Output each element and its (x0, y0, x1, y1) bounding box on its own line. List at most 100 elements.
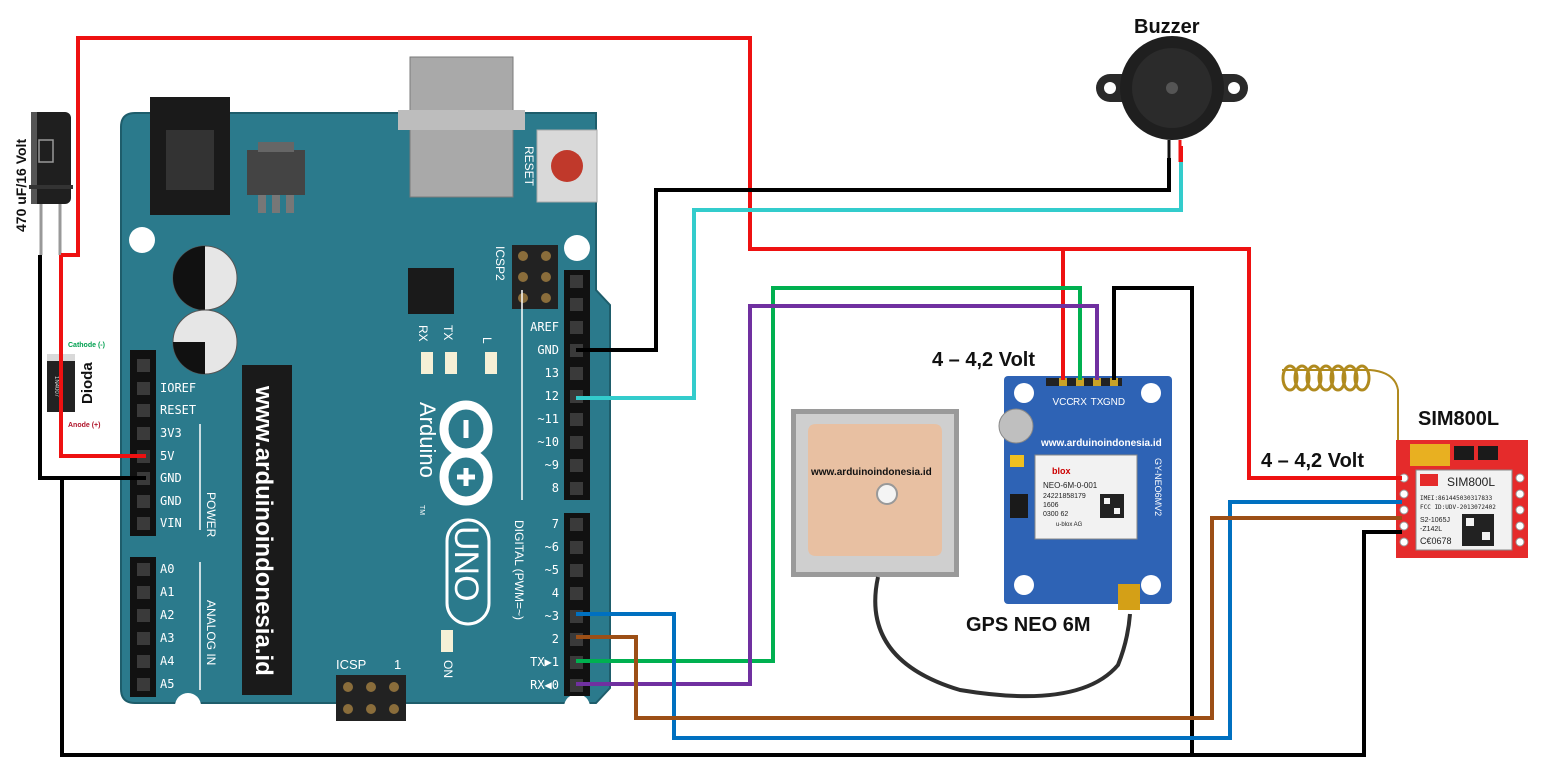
wire-red-top (61, 36, 1402, 480)
header-pin (570, 298, 583, 311)
capacitor-label: 470 uF/16 Volt (13, 139, 29, 232)
reset-label: RESET (522, 146, 536, 187)
diode-label: Dioda (79, 362, 96, 404)
sim800l-module: SIM800L IMEI:861445030317833 FCC ID:UDV-… (1261, 364, 1528, 558)
gps-website-label: www.arduinoindonesia.id (1040, 438, 1162, 449)
digital-pin-label: 12 (545, 389, 559, 403)
sim-pin (1515, 521, 1525, 531)
header-pin (137, 609, 150, 622)
power-header (130, 350, 156, 536)
sim-pin (1399, 521, 1409, 531)
l-led (485, 352, 497, 374)
sim-pin (1399, 505, 1409, 515)
header-pin (570, 633, 583, 646)
spring-antenna (1281, 364, 1371, 392)
reset-button-cap[interactable] (551, 150, 583, 182)
chip-qr-code (1100, 494, 1124, 518)
wires (38, 36, 1402, 757)
chip-serial: 24221858179 (1043, 493, 1086, 500)
sim-capacitor (1410, 444, 1450, 466)
analog-pin-label: A2 (160, 608, 174, 622)
digital-pin-label: TX▶1 (530, 655, 559, 669)
digital-pin-label: ~11 (537, 412, 559, 426)
chip-code: 0300 62 (1043, 511, 1068, 518)
sim-ce: C€0678 (1420, 536, 1452, 546)
digital-section-label: DIGITAL (PWM=~) (512, 520, 526, 620)
power-pin-label: 5V (160, 449, 174, 463)
digital-pin-label: GND (537, 343, 559, 357)
header-pin (570, 587, 583, 600)
gps-pin-label: GND (1103, 397, 1125, 408)
wire-red-5v (59, 255, 146, 458)
chip-model: NEO-6M-0-001 (1043, 481, 1098, 490)
header-pin (570, 275, 583, 288)
gps-pin-label: RX (1073, 397, 1087, 408)
gps-pin (1110, 378, 1118, 386)
analog-section-label: ANALOG IN (204, 600, 218, 665)
header-pin (570, 564, 583, 577)
diode-part-label: 1N4007 (53, 376, 59, 398)
digital-pin-label: 2 (552, 632, 559, 646)
diode-1n4007: 1N4007 Dioda Cathode (-) Anode (+) (47, 330, 105, 452)
header-pin (137, 632, 150, 645)
antenna-cable (873, 576, 1132, 699)
digital-pin-label: 4 (552, 586, 559, 600)
sim-pin (1515, 489, 1525, 499)
digital-pin-label: ~9 (545, 458, 559, 472)
analog-pin-label: A0 (160, 562, 174, 576)
sim-fccid: FCC ID:UDV-2013072402 (1420, 504, 1496, 511)
header-pin (570, 482, 583, 495)
buzzer-label: Buzzer (1134, 16, 1200, 38)
arduino-brand-label: Arduino (415, 402, 440, 478)
on-led (441, 630, 453, 652)
rx-led-label: RX (416, 325, 430, 342)
power-section-label: POWER (204, 492, 218, 538)
chip-company: u-blox AG (1056, 522, 1083, 528)
on-led-label: ON (441, 660, 455, 678)
anode-label: Anode (+) (68, 422, 100, 429)
buzzer: Buzzer (1096, 16, 1248, 162)
power-pin-label: VIN (160, 516, 182, 530)
arduino-logo (439, 400, 493, 506)
header-pin (570, 518, 583, 531)
uno-label: UNO (447, 526, 485, 602)
header-pin (570, 413, 583, 426)
sim-s2: S2-1065J (1420, 517, 1450, 524)
gps-name-label: GPS NEO 6M (966, 614, 1090, 636)
wire-green-tx (576, 286, 1082, 663)
digital-pin-label: 7 (552, 517, 559, 531)
header-pin (137, 678, 150, 691)
wire-cyan-pin12 (576, 162, 1183, 400)
digital-pin-label: AREF (530, 320, 559, 334)
header-pin (570, 459, 583, 472)
digital-pin-label: ~5 (545, 563, 559, 577)
smd-component (1010, 455, 1024, 467)
analog-header (130, 557, 156, 697)
gps-pin (1059, 378, 1067, 386)
wire-black-buzzer (576, 158, 1171, 352)
sim-pin (1399, 537, 1409, 547)
sim-z142: -Z142L (1420, 526, 1442, 533)
chip-date: 1606 (1043, 502, 1059, 509)
smd-component (1010, 494, 1028, 518)
analog-pin-label: A5 (160, 677, 174, 691)
header-pin (570, 321, 583, 334)
digital-pin-label: ~6 (545, 540, 559, 554)
digital-pin-label: ~10 (537, 435, 559, 449)
header-pin (137, 655, 150, 668)
electrolytic-capacitor: 470 uF/16 Volt (13, 112, 73, 255)
header-pin (137, 404, 150, 417)
header-pin (137, 427, 150, 440)
sim-name-label: SIM800L (1418, 408, 1499, 430)
power-pin-label: 3V3 (160, 426, 182, 440)
header-pin (570, 367, 583, 380)
icsp-header (336, 675, 406, 721)
battery-cell (998, 408, 1034, 444)
digital-pin-label: RX◀0 (530, 678, 559, 692)
digital-pin-label: ~3 (545, 609, 559, 623)
mounting-hole (564, 694, 590, 720)
icsp-label: ICSP (336, 657, 366, 672)
tx-led-label: TX (441, 325, 455, 340)
header-pin (137, 517, 150, 530)
